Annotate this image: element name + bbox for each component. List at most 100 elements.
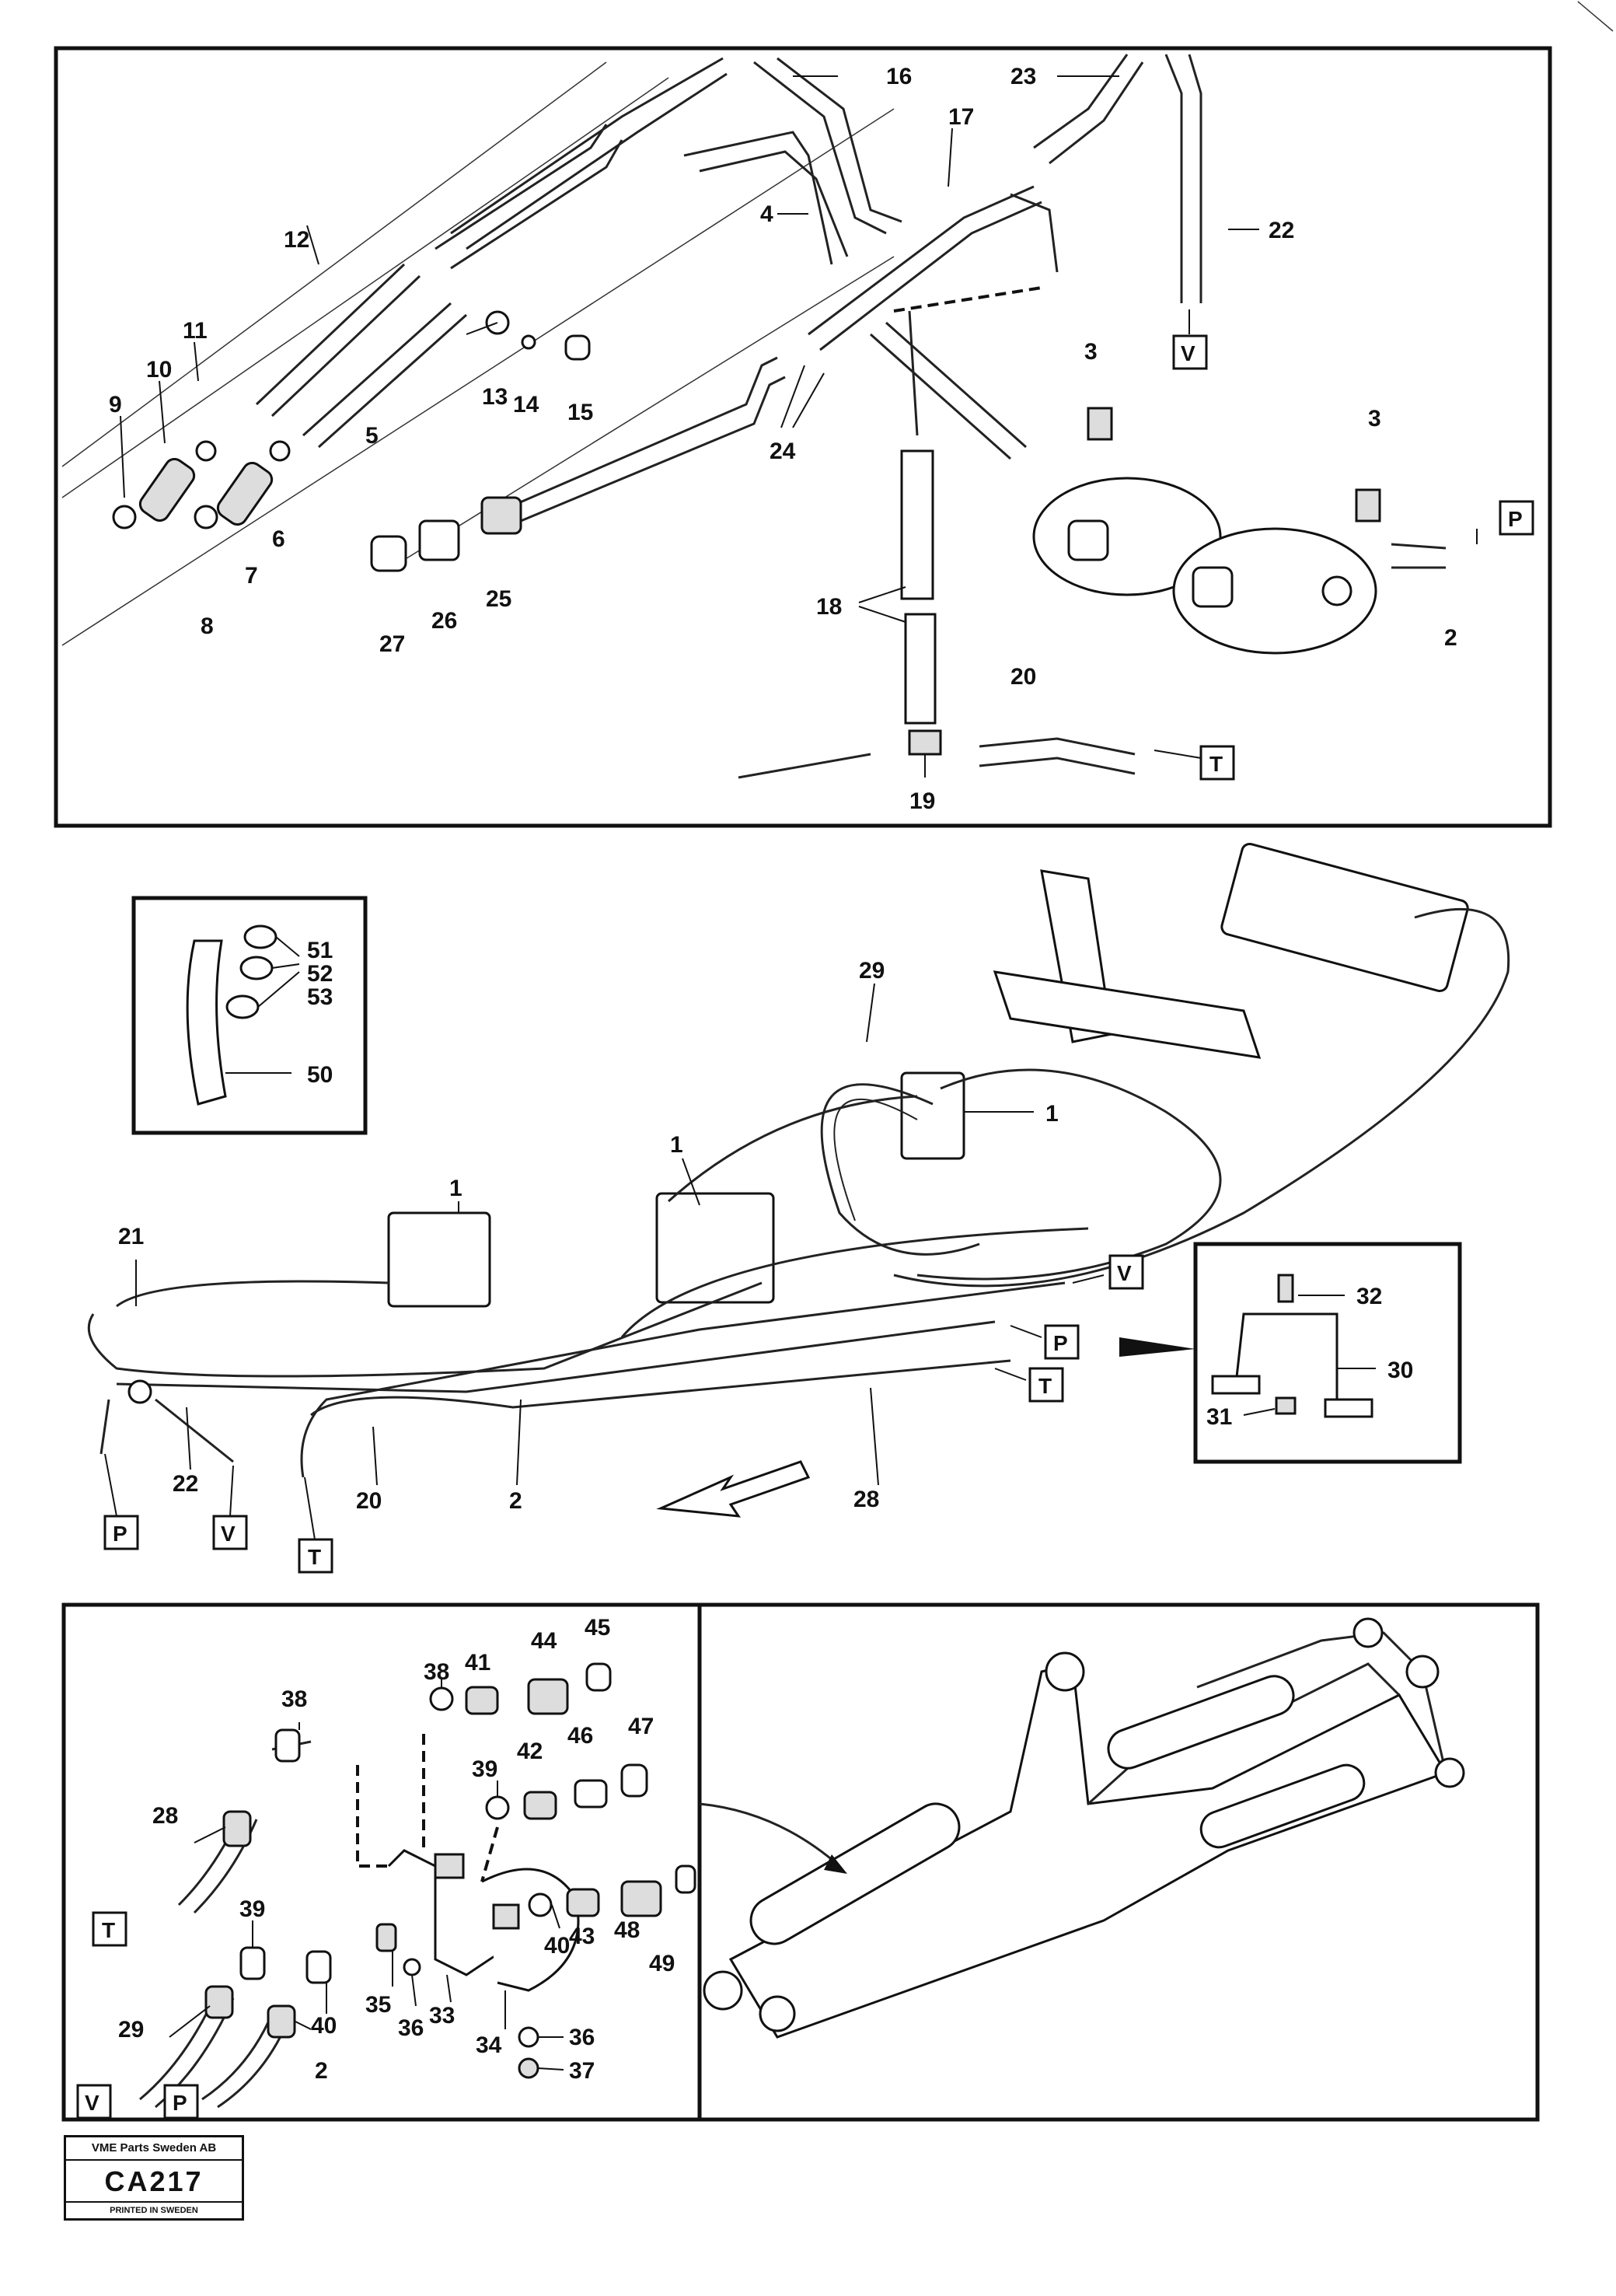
leader-52 — [271, 963, 300, 969]
cap-45 — [585, 1662, 612, 1692]
callout-50: 50 — [307, 1062, 333, 1088]
hose-V-mid — [620, 1227, 1089, 1338]
washer-14 — [521, 334, 536, 350]
hose-12 — [255, 263, 406, 406]
leader-P-mid — [1010, 1325, 1042, 1338]
leader-10 — [159, 380, 166, 444]
hose-2-mid — [116, 1320, 996, 1393]
hose-50 — [186, 939, 227, 1106]
callout-34: 34 — [476, 2032, 502, 2058]
pipe-top — [450, 57, 724, 235]
callout-18: 18 — [816, 594, 842, 620]
callout-2-mid: 2 — [509, 1488, 522, 1514]
port-marker-p — [1499, 500, 1534, 536]
callout-41: 41 — [465, 1650, 490, 1676]
pipe-18-upper — [900, 449, 934, 600]
callout-14: 14 — [513, 392, 539, 418]
pipe-lower-5-edge — [520, 376, 786, 522]
hose-valve-return — [893, 907, 1510, 1288]
callout-44: 44 — [531, 1628, 557, 1654]
callout-20-top: 20 — [1010, 664, 1036, 690]
hose-22-mid — [155, 1398, 234, 1463]
leader-18a — [858, 586, 906, 603]
pipe-lower-5 — [512, 356, 778, 507]
bracket-30-foot-right — [1324, 1398, 1373, 1418]
leader-29-mid — [866, 983, 875, 1043]
port-marker-t-left — [298, 1538, 333, 1574]
callout-25: 25 — [486, 586, 511, 612]
leader-V-mid — [1072, 1274, 1105, 1284]
pipe-17-edge — [819, 201, 1042, 351]
leader-T-left — [304, 1476, 316, 1540]
title-block-company: VME Parts Sweden AB — [66, 2137, 242, 2161]
hose-23 — [1033, 54, 1129, 149]
leader-33 — [446, 1974, 452, 2003]
leader-20-mid — [372, 1426, 378, 1486]
leader-5 — [466, 322, 498, 335]
callout-1-center: 1 — [670, 1132, 683, 1158]
leader-12 — [306, 225, 319, 265]
ring-39 — [485, 1795, 510, 1820]
callout-19: 19 — [909, 788, 935, 814]
lift-cylinder-top — [1107, 1675, 1295, 1770]
clamp-plate — [434, 1853, 465, 1879]
leader-9 — [120, 415, 125, 498]
port-marker-t — [1199, 745, 1235, 781]
port-letter-p-bl: P — [173, 2091, 187, 2115]
hose-5-edge — [317, 313, 468, 449]
pipe-upper-edge — [450, 139, 623, 270]
callout-49: 49 — [649, 1951, 675, 1976]
callout-39-left: 39 — [239, 1896, 265, 1922]
nipple-41 — [465, 1686, 499, 1715]
leader-17 — [948, 128, 953, 187]
inset-30-32 — [1193, 1242, 1462, 1464]
valve-1-left — [387, 1211, 491, 1308]
pump-left-shaft — [1067, 519, 1109, 561]
pivot-top-right — [1352, 1617, 1384, 1648]
callout-52: 52 — [307, 961, 333, 987]
hose-20-edge — [979, 757, 1136, 775]
coupling-26 — [418, 519, 460, 561]
bottom-left-panel: 38 38 41 44 45 47 39 42 46 28 39 40 43 4… — [61, 1602, 702, 2122]
hose-16-edge — [777, 57, 902, 223]
port-marker-p-mid — [1044, 1324, 1080, 1360]
callout-32: 32 — [1356, 1284, 1382, 1309]
top-panel-frame — [54, 46, 1552, 828]
hose-20-mid — [300, 1281, 1066, 1478]
port-marker-v-mid — [1108, 1254, 1144, 1290]
pipe-top-edge — [466, 72, 728, 250]
hose-21-lower — [87, 1281, 763, 1378]
hose-23-edge — [1049, 61, 1144, 165]
callout-43: 43 — [569, 1924, 595, 1949]
pointer-arrowhead — [824, 1854, 847, 1874]
hose-loop — [916, 1068, 1222, 1281]
coupling-10 — [138, 457, 196, 522]
valve-1-right — [900, 1071, 965, 1160]
leader-1-center — [682, 1158, 700, 1206]
inset-pointer — [1119, 1337, 1195, 1357]
bottom-right-panel — [697, 1602, 1540, 2122]
leader-37 — [537, 2067, 564, 2071]
callout-1-right: 1 — [1045, 1101, 1059, 1127]
callout-38-left: 38 — [281, 1686, 307, 1712]
port-letter-v-mid: V — [1117, 1261, 1132, 1285]
callout-28-bl: 28 — [152, 1803, 178, 1829]
callout-36-left: 36 — [398, 2015, 424, 2041]
leader-36-left — [411, 1974, 417, 2007]
coupling-7 — [216, 461, 274, 526]
callout-8: 8 — [201, 613, 214, 639]
hose-P-end — [99, 1399, 110, 1455]
leader-51 — [275, 936, 300, 957]
leader-11 — [194, 341, 199, 382]
callout-21: 21 — [118, 1224, 144, 1249]
nipple-43 — [566, 1888, 600, 1917]
callout-7: 7 — [245, 563, 258, 589]
callout-13: 13 — [482, 384, 508, 410]
pipe-diag-edge — [885, 321, 1027, 449]
port-letter-p: P — [1508, 507, 1523, 531]
callout-4: 4 — [760, 201, 773, 227]
callout-16: 16 — [886, 64, 912, 89]
port-letter-p-mid: P — [1053, 1331, 1068, 1355]
pivot-top — [1045, 1651, 1085, 1692]
